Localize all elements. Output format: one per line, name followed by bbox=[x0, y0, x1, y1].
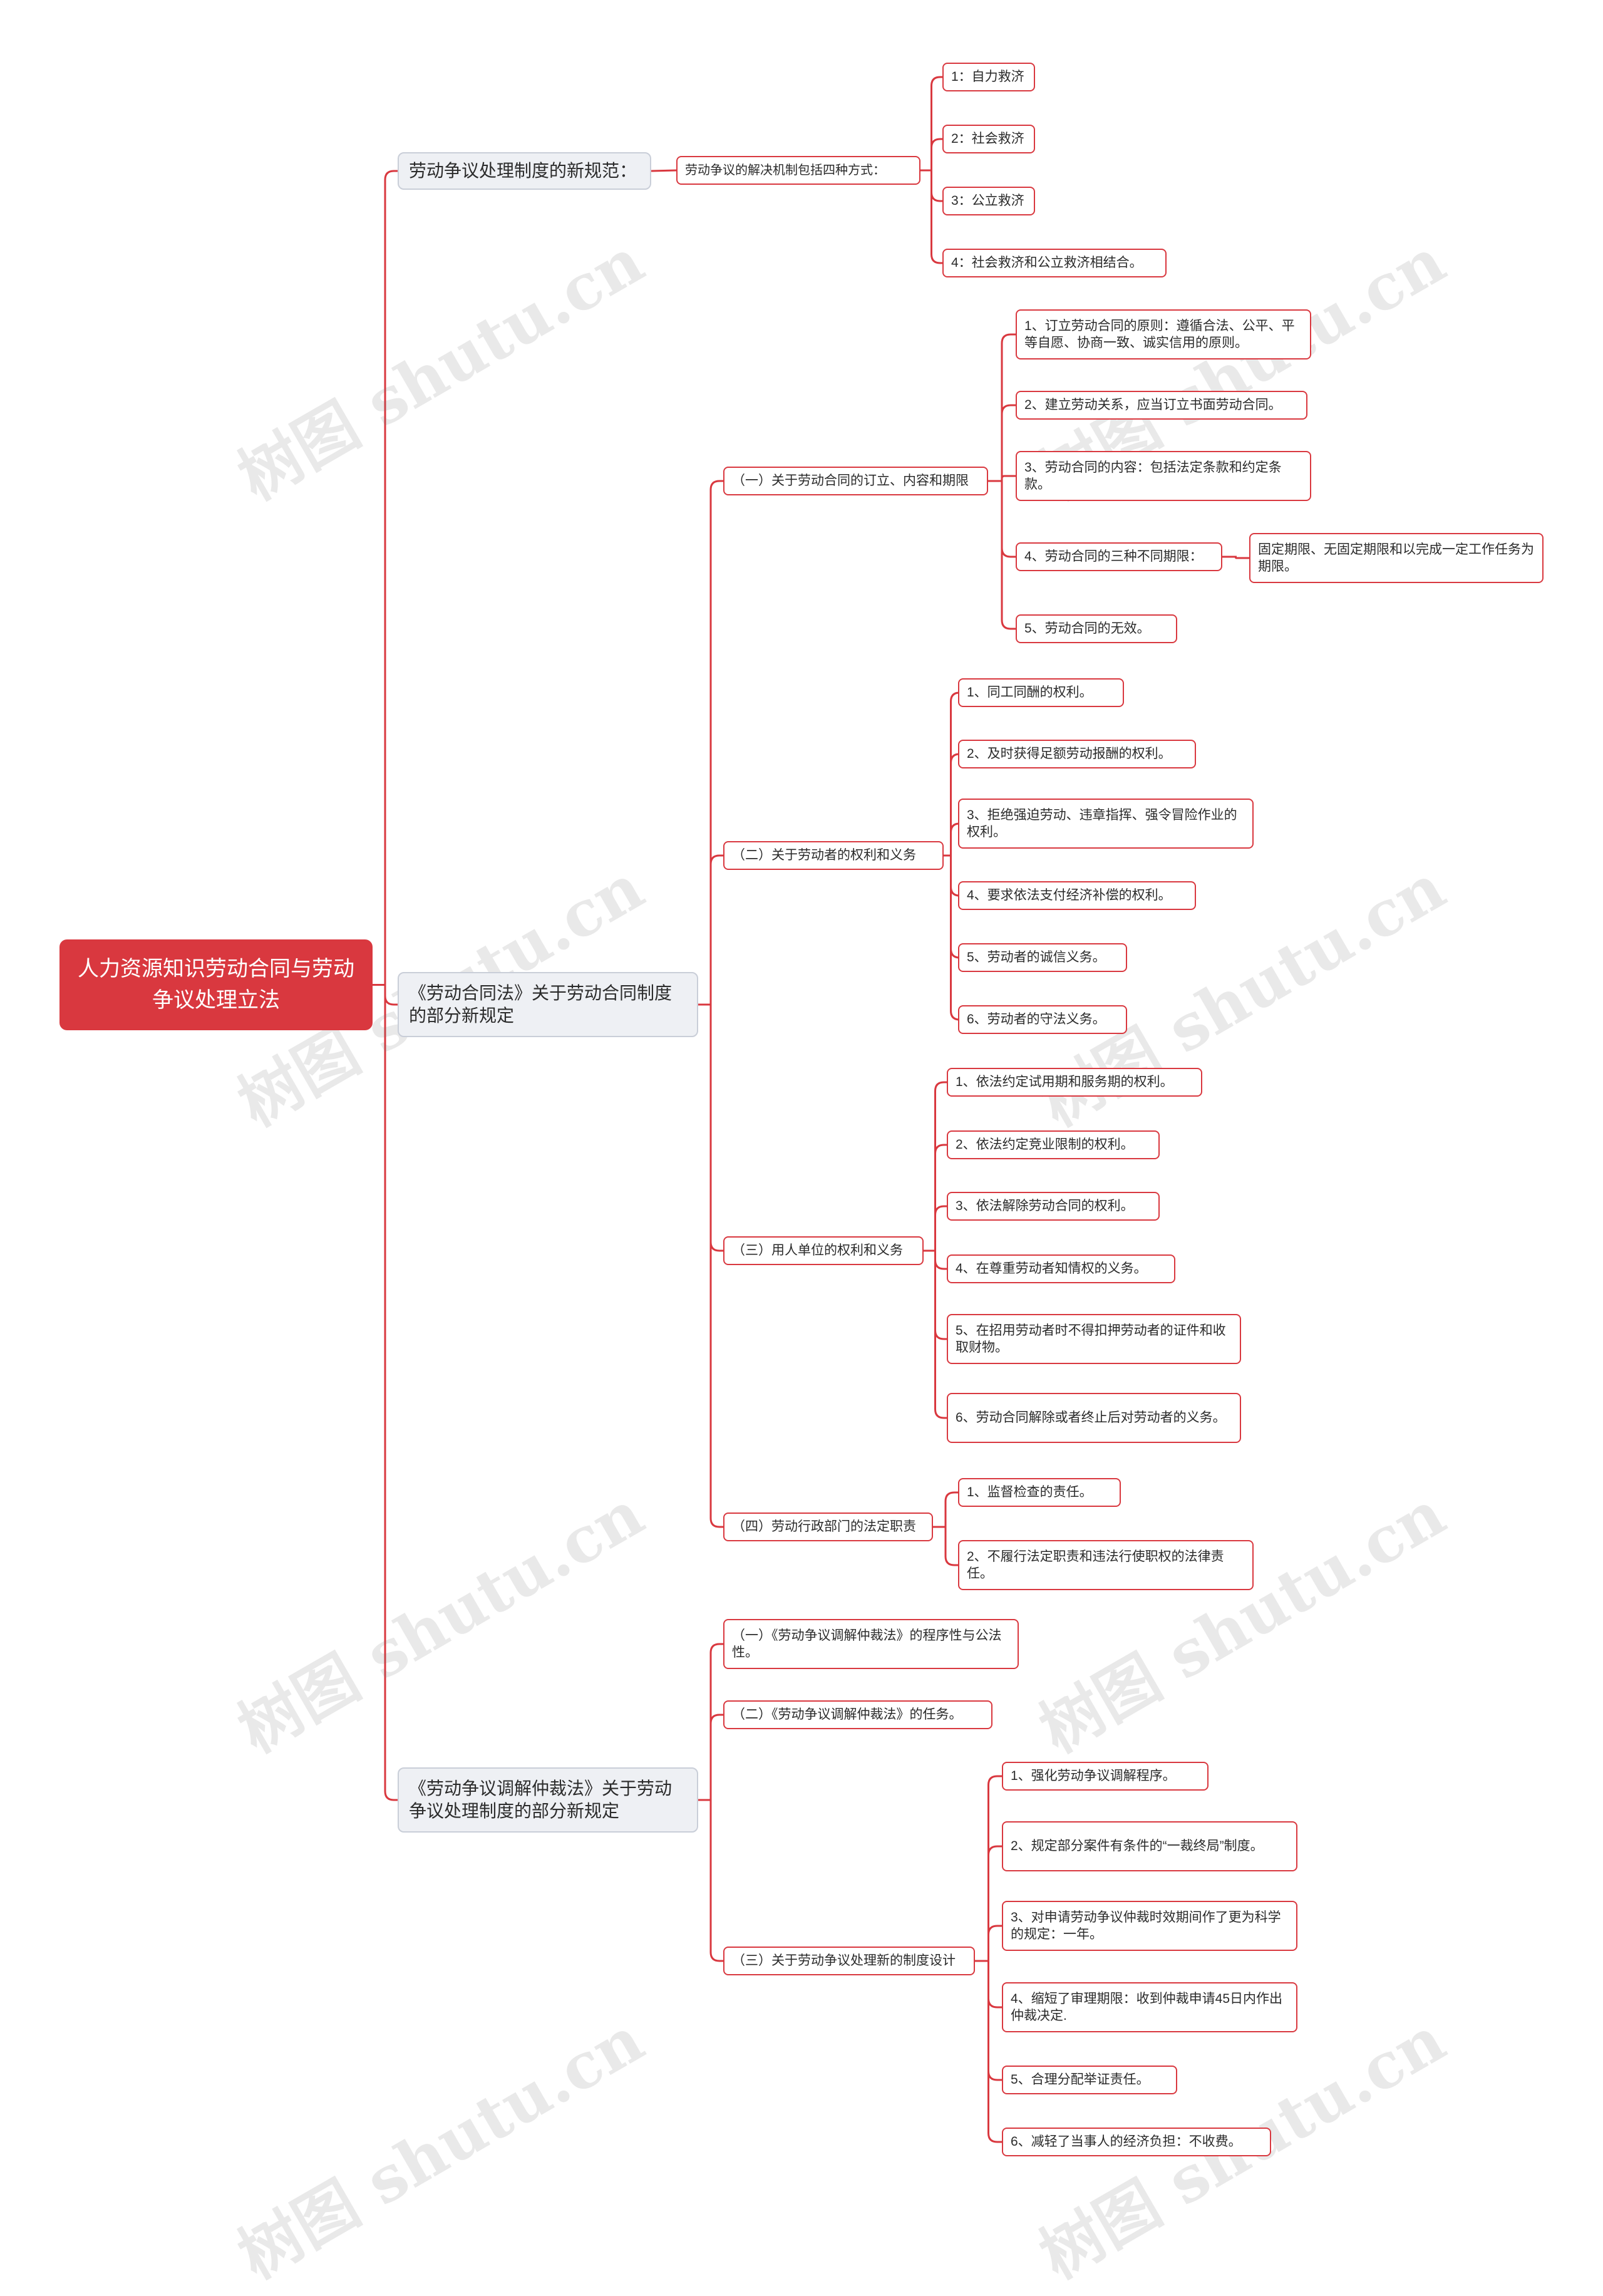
leaf-topic[interactable]: 3、依法解除劳动合同的权利。 bbox=[947, 1192, 1160, 1221]
watermark: 树图 shutu.cn bbox=[226, 2002, 656, 2293]
connector-line bbox=[924, 1205, 947, 1252]
connector-line bbox=[975, 1960, 1002, 2081]
leaf-topic[interactable]: 固定期限、无固定期限和以完成一定工作任务为期限。 bbox=[1249, 533, 1544, 583]
connector-line bbox=[920, 76, 942, 172]
connector-line bbox=[944, 854, 960, 1021]
leaf-topic[interactable]: 1、同工同酬的权利。 bbox=[958, 678, 1124, 707]
subtopic-law-tasks[interactable]: （二）《劳动争议调解仲裁法》的任务。 bbox=[723, 1700, 992, 1729]
leaf-topic[interactable]: 4、缩短了审理期限：收到仲裁申请45日内作出仲裁决定. bbox=[1002, 1982, 1297, 2032]
leaf-topic[interactable]: 3、拒绝强迫劳动、违章指挥、强令冒险作业的权利。 bbox=[958, 799, 1254, 849]
connector-line bbox=[975, 1845, 1002, 1962]
branch-topic-mediation-arbitration-law[interactable]: 《劳动争议调解仲裁法》关于劳动争议处理制度的部分新规定 bbox=[398, 1767, 698, 1833]
connector-line bbox=[920, 138, 942, 172]
subtopic-new-system-design[interactable]: （三）关于劳动争议处理新的制度设计 bbox=[723, 1947, 975, 1975]
connector-line bbox=[698, 1003, 723, 1252]
connector-line bbox=[698, 854, 723, 1006]
leaf-topic[interactable]: 1、强化劳动争议调解程序。 bbox=[1002, 1762, 1209, 1791]
connector-line bbox=[988, 404, 1016, 482]
leaf-topic[interactable]: 2、不履行法定职责和违法行使职权的法律责任。 bbox=[958, 1540, 1254, 1590]
connector-line bbox=[924, 1249, 947, 1270]
connector-lines bbox=[373, 76, 1249, 2143]
connector-line bbox=[975, 1960, 1002, 2009]
connector-line bbox=[975, 1925, 1002, 1962]
connector-line bbox=[944, 753, 960, 857]
watermark: 树图 shutu.cn bbox=[226, 224, 656, 515]
leaf-topic[interactable]: 6、减轻了当事人的经济负担：不收费。 bbox=[1002, 2128, 1271, 2156]
connector-line bbox=[920, 169, 942, 202]
leaf-topic[interactable]: 5、在招用劳动者时不得扣押劳动者的证件和收取财物。 bbox=[947, 1314, 1241, 1364]
connector-line bbox=[373, 984, 398, 1801]
connector-line bbox=[698, 480, 723, 1006]
connector-line bbox=[698, 1799, 723, 1962]
leaf-topic[interactable]: 3、对申请劳动争议仲裁时效期间作了更为科学的规定：一年。 bbox=[1002, 1901, 1297, 1951]
leaf-topic[interactable]: 5、劳动合同的无效。 bbox=[1016, 614, 1177, 643]
subtopic-contract-formation[interactable]: （一）关于劳动合同的订立、内容和期限 bbox=[723, 467, 988, 495]
leaf-topic[interactable]: 4、要求依法支付经济补偿的权利。 bbox=[958, 881, 1196, 910]
leaf-topic[interactable]: 4、劳动合同的三种不同期限： bbox=[1016, 542, 1222, 571]
branch-topic-labor-contract-law[interactable]: 《劳动合同法》关于劳动合同制度的部分新规定 bbox=[398, 972, 698, 1037]
leaf-topic[interactable]: 2、及时获得足额劳动报酬的权利。 bbox=[958, 740, 1196, 768]
connector-line bbox=[988, 475, 1016, 482]
connector-line bbox=[698, 1003, 723, 1528]
connector-line bbox=[920, 169, 942, 264]
connector-line bbox=[975, 1960, 1002, 2143]
subtopic-resolution-mechanism[interactable]: 劳动争议的解决机制包括四种方式： bbox=[676, 156, 920, 185]
connector-line bbox=[988, 480, 1016, 558]
leaf-topic[interactable]: 6、劳动合同解除或者终止后对劳动者的义务。 bbox=[947, 1393, 1241, 1443]
leaf-topic[interactable]: 6、劳动者的守法义务。 bbox=[958, 1005, 1127, 1034]
leaf-topic[interactable]: 5、合理分配举证责任。 bbox=[1002, 2066, 1177, 2094]
leaf-topic[interactable]: 1：自力救济 bbox=[942, 63, 1035, 91]
connector-line bbox=[698, 1714, 723, 1801]
leaf-topic[interactable]: 1、订立劳动合同的原则：遵循合法、公平、平等自愿、协商一致、诚实信用的原则。 bbox=[1016, 309, 1311, 359]
connector-line bbox=[988, 333, 1016, 482]
connector-line bbox=[651, 169, 677, 172]
watermark: 树图 shutu.cn bbox=[226, 1476, 656, 1767]
connector-line bbox=[924, 1144, 947, 1252]
mind-map-canvas: 树图 shutu.cn 树图 shutu.cn 树图 shutu.cn 树图 s… bbox=[59, 63, 1544, 2293]
connector-line bbox=[924, 1249, 947, 1419]
connector-line bbox=[944, 854, 960, 897]
connector-line bbox=[373, 984, 398, 1006]
leaf-topic[interactable]: 4：社会救济和公立救济相结合。 bbox=[942, 249, 1167, 277]
connector-line bbox=[944, 691, 960, 857]
connector-line bbox=[924, 1249, 947, 1340]
connector-line bbox=[944, 854, 960, 959]
connector-line bbox=[698, 1643, 723, 1801]
leaf-topic[interactable]: 2：社会救济 bbox=[942, 125, 1035, 153]
leaf-topic[interactable]: 2、建立劳动关系，应当订立书面劳动合同。 bbox=[1016, 391, 1307, 420]
connector-line bbox=[933, 1526, 958, 1566]
connector-line bbox=[933, 1491, 958, 1528]
leaf-topic[interactable]: 2、依法约定竞业限制的权利。 bbox=[947, 1130, 1160, 1159]
subtopic-employer-rights[interactable]: （三）用人单位的权利和义务 bbox=[723, 1236, 924, 1265]
root-topic[interactable]: 人力资源知识劳动合同与劳动争议处理立法 bbox=[59, 939, 373, 1030]
connector-line bbox=[944, 822, 960, 857]
leaf-topic[interactable]: 3：公立救济 bbox=[942, 187, 1035, 215]
leaf-topic[interactable]: 3、劳动合同的内容：包括法定条款和约定条款。 bbox=[1016, 451, 1311, 501]
leaf-topic[interactable]: 1、监督检查的责任。 bbox=[958, 1478, 1121, 1507]
subtopic-labor-admin-duties[interactable]: （四）劳动行政部门的法定职责 bbox=[723, 1513, 933, 1541]
connector-line bbox=[975, 1775, 1002, 1962]
connector-line bbox=[1222, 556, 1249, 559]
connector-line bbox=[373, 170, 398, 986]
connector-line bbox=[924, 1081, 947, 1252]
watermark: 树图 shutu.cn bbox=[1028, 1476, 1457, 1767]
leaf-topic[interactable]: 4、在尊重劳动者知情权的义务。 bbox=[947, 1254, 1175, 1283]
leaf-topic[interactable]: 5、劳动者的诚信义务。 bbox=[958, 943, 1127, 972]
subtopic-procedural-public-law[interactable]: （一）《劳动争议调解仲裁法》的程序性与公法性。 bbox=[723, 1619, 1019, 1669]
leaf-topic[interactable]: 2、规定部分案件有条件的“一裁终局”制度。 bbox=[1002, 1821, 1297, 1871]
branch-topic-dispute-norms[interactable]: 劳动争议处理制度的新规范： bbox=[398, 152, 651, 190]
leaf-topic[interactable]: 1、依法约定试用期和服务期的权利。 bbox=[947, 1068, 1202, 1097]
subtopic-worker-rights[interactable]: （二）关于劳动者的权利和义务 bbox=[723, 841, 944, 870]
connector-line bbox=[988, 480, 1016, 630]
